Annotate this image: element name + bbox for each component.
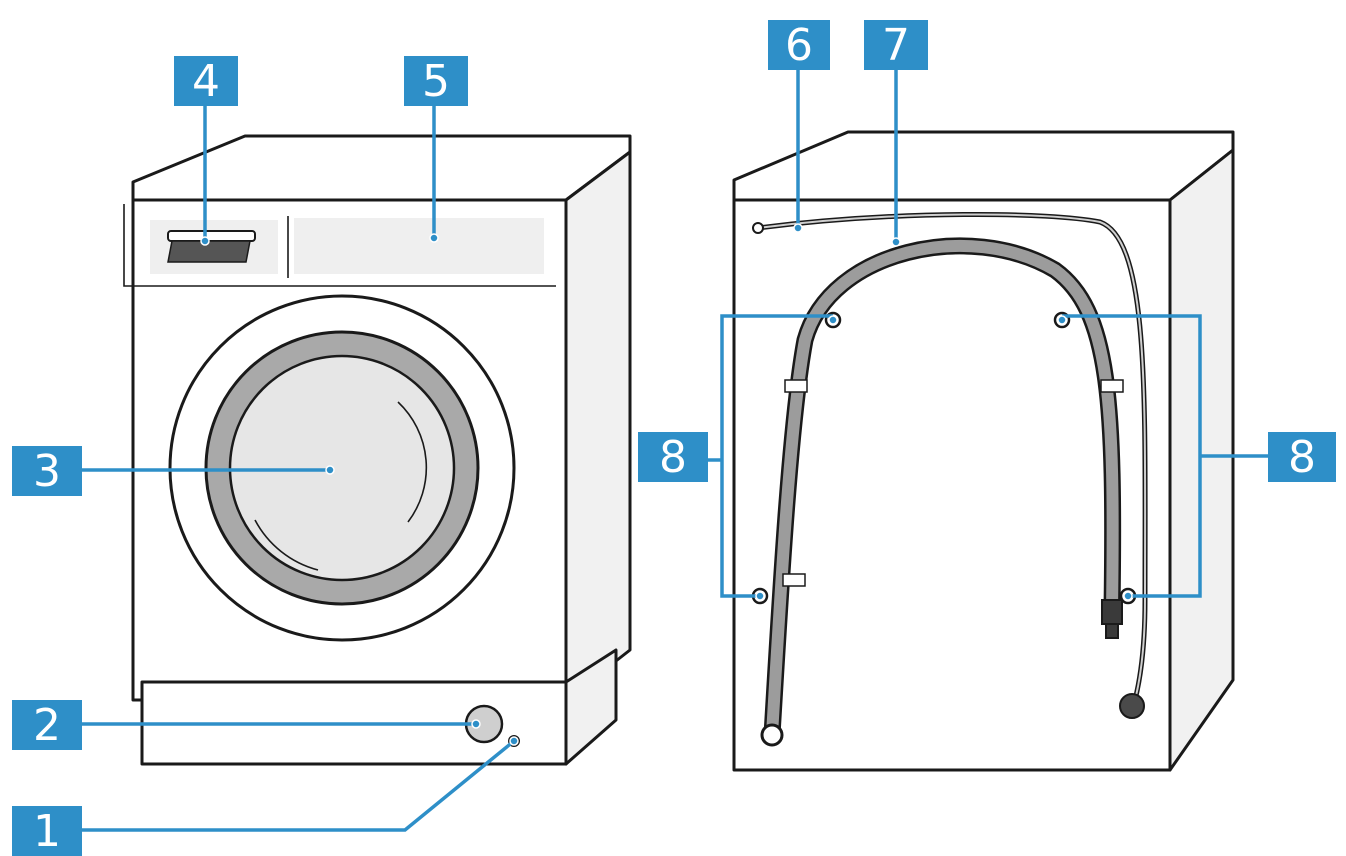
callout-7: 7 bbox=[864, 20, 928, 71]
callout-8-right-label: 8 bbox=[1288, 432, 1316, 483]
callout-8-left: 8 bbox=[638, 432, 708, 483]
front-view-machine bbox=[123, 134, 632, 766]
control-panel-display bbox=[294, 218, 544, 274]
callout-3: 3 bbox=[12, 446, 82, 497]
detergent-drawer-handle bbox=[167, 230, 256, 242]
callout-1-label: 1 bbox=[33, 806, 61, 856]
callout-8-left-label: 8 bbox=[659, 432, 687, 483]
callout-6: 6 bbox=[768, 20, 830, 71]
rear-view-machine bbox=[732, 130, 1235, 772]
power-plug bbox=[1119, 693, 1145, 719]
callout-8-right: 8 bbox=[1268, 432, 1336, 483]
leader-lines bbox=[82, 68, 1270, 832]
front-top-lid bbox=[131, 134, 632, 202]
callout-2-label: 2 bbox=[33, 700, 61, 751]
callout-4-label: 4 bbox=[192, 56, 220, 107]
callout-1: 1 bbox=[12, 806, 82, 856]
callout-6-label: 6 bbox=[785, 20, 813, 71]
callout-7-label: 7 bbox=[882, 20, 910, 71]
callout-3-label: 3 bbox=[33, 446, 61, 497]
callout-5: 5 bbox=[404, 56, 468, 107]
callout-2: 2 bbox=[12, 700, 82, 751]
callout-4: 4 bbox=[174, 56, 238, 107]
front-right-side bbox=[564, 150, 632, 702]
rear-face bbox=[732, 198, 1172, 772]
door-glass bbox=[228, 354, 456, 582]
callout-5-label: 5 bbox=[422, 56, 450, 107]
rear-top-lid bbox=[732, 130, 1235, 202]
